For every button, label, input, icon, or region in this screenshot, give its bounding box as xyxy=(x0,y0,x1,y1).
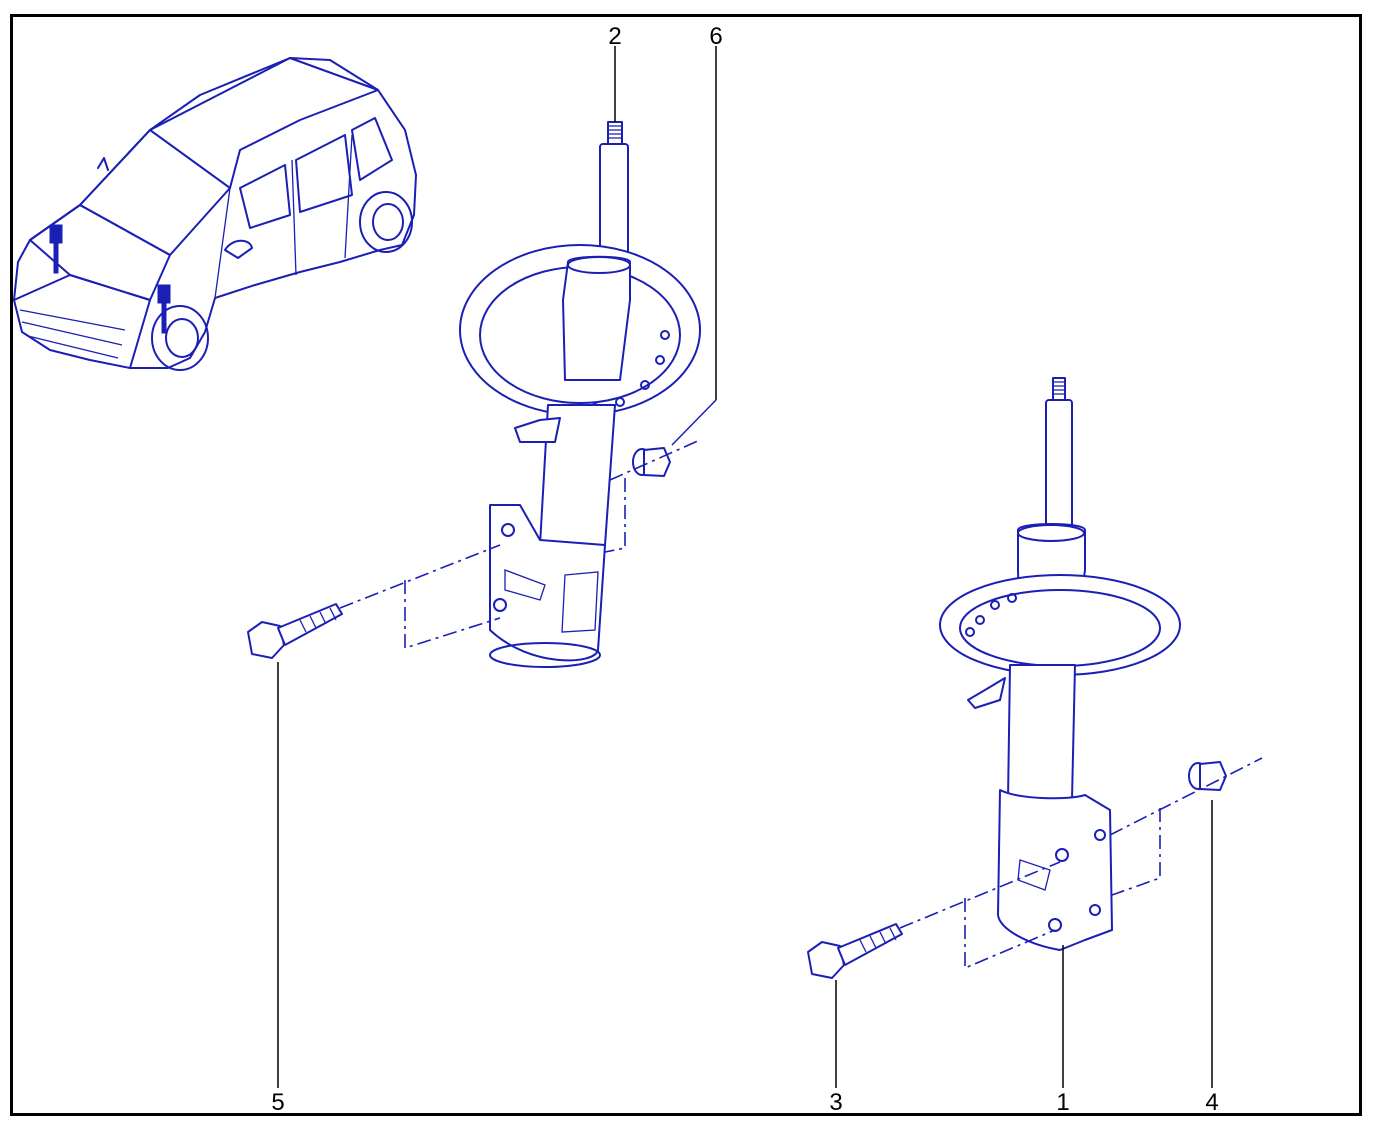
shock-absorber-strut-left xyxy=(459,121,701,668)
bolt-left xyxy=(247,603,343,659)
shock-absorber-strut-right xyxy=(939,377,1181,951)
callout-1: 1 xyxy=(1056,1089,1069,1116)
vehicle-locator-illustration xyxy=(13,57,417,371)
bolt-right xyxy=(807,923,903,979)
leader-lines xyxy=(277,46,1213,1088)
callout-labels: 2 6 5 3 1 4 xyxy=(271,23,1218,1116)
callout-5: 5 xyxy=(271,1089,284,1116)
callout-6: 6 xyxy=(709,23,722,50)
callout-4: 4 xyxy=(1205,1089,1218,1116)
assembly-axis-lines xyxy=(339,439,1263,970)
diagram-frame xyxy=(10,14,1362,1116)
callout-2: 2 xyxy=(608,23,621,50)
nut-left xyxy=(632,447,671,477)
nut-right xyxy=(1188,761,1227,791)
callout-3: 3 xyxy=(829,1089,842,1116)
